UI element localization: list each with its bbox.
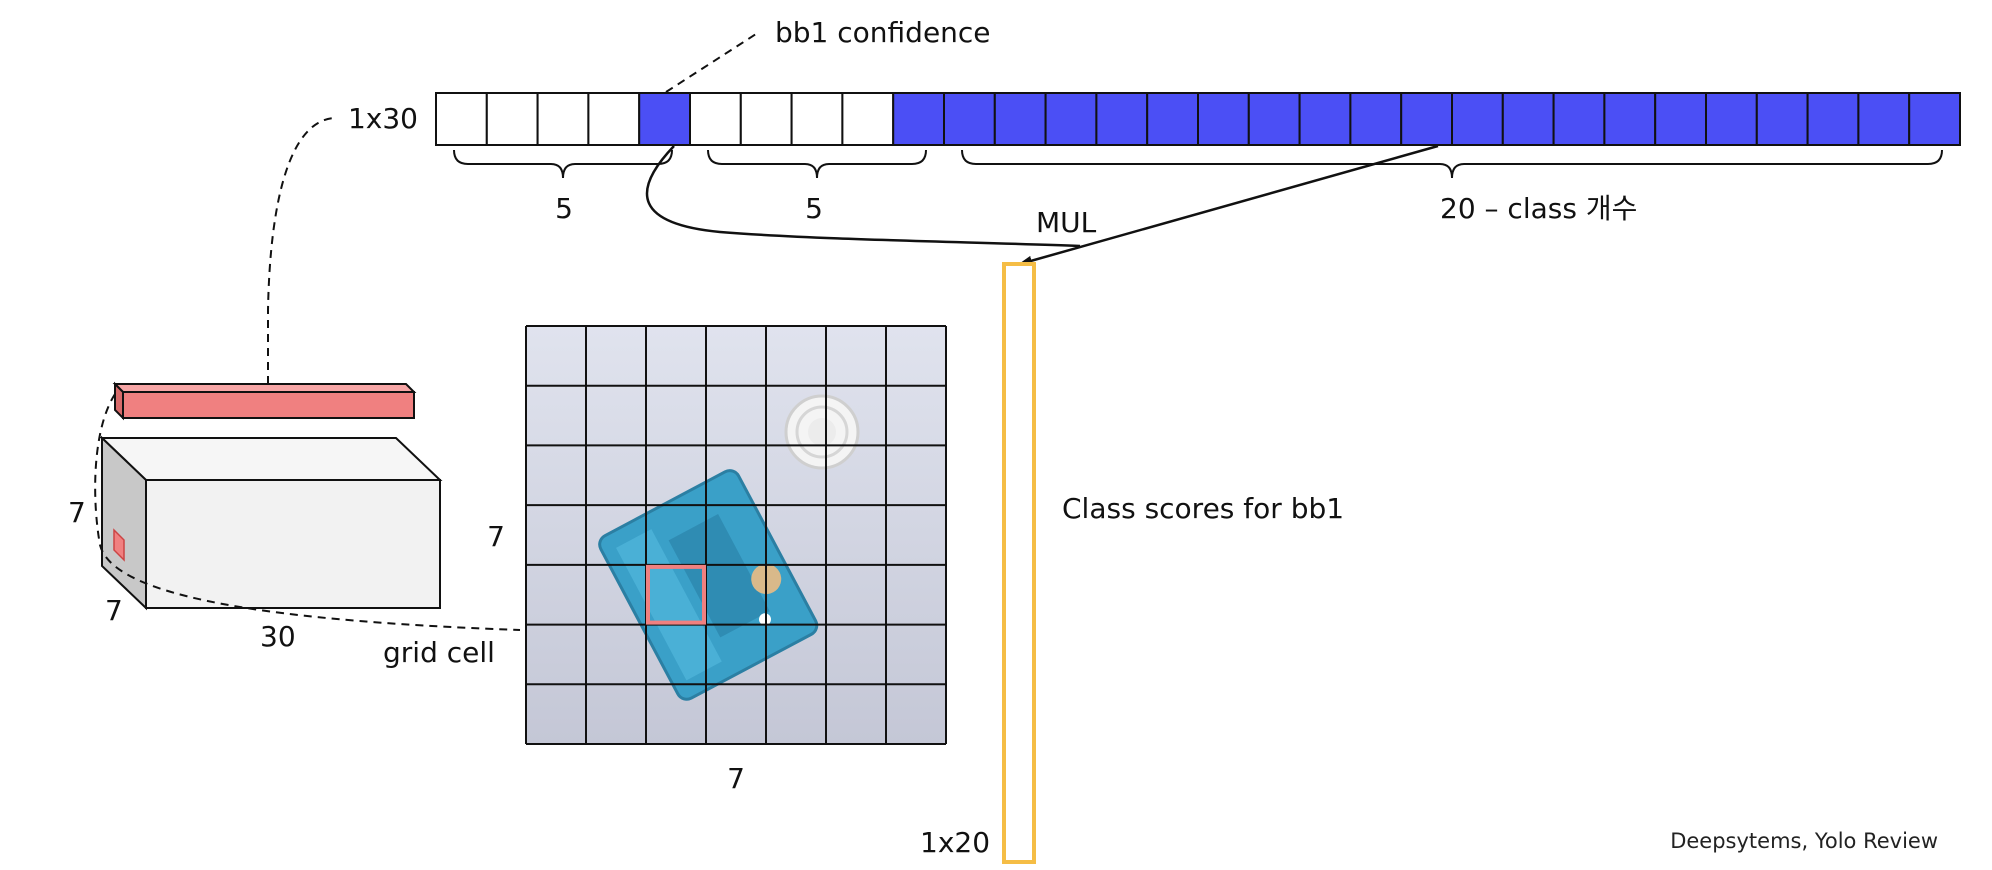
confidence-to-mul-curve: [645, 145, 1081, 248]
output-vector-1x30: [435, 92, 1961, 146]
tensor-front-face: [145, 479, 441, 609]
vector-cell: [689, 92, 742, 146]
vector-cell: [1400, 92, 1453, 146]
class-score-vector: [1002, 262, 1036, 864]
bb1-confidence-label: bb1 confidence: [775, 16, 991, 49]
vector-cell: [1451, 92, 1504, 146]
group-brace: [707, 149, 927, 179]
vector-cell: [1908, 92, 1961, 146]
vector-cell: [587, 92, 641, 146]
vector-cell: [536, 92, 590, 146]
confidence-pointer-line: [665, 33, 757, 93]
vector-size-label: 1x30: [348, 102, 418, 135]
vector-cell: [1806, 92, 1860, 146]
credit-text: Deepsytems, Yolo Review: [1670, 829, 1938, 853]
class-probabilities-arrow: [1018, 144, 1439, 266]
group-label-classes: 20 – class 개수: [1440, 192, 1637, 225]
vector-cell: [1095, 92, 1149, 146]
group-brace: [453, 149, 673, 179]
grid-cell-label: grid cell: [383, 636, 495, 669]
snack-bag-illustration: [598, 469, 819, 701]
cup-lid-illustration: [784, 394, 860, 470]
vector-cell: [993, 92, 1047, 146]
vector-cell: [1705, 92, 1758, 146]
grid-cell-connector-line: [94, 393, 521, 631]
vector-cell: [1501, 92, 1555, 146]
vector-cell: [739, 92, 793, 146]
grid-height-label: 7: [487, 520, 505, 553]
vector-cell: [1654, 92, 1707, 146]
vector-cell: [943, 92, 996, 146]
mul-label: MUL: [1036, 206, 1097, 239]
vector-cell: [1755, 92, 1809, 146]
vector-cell: [841, 92, 895, 146]
group-brace: [961, 149, 1943, 179]
vector-cell: [485, 92, 539, 146]
output-tensor-7x7x30: [99, 435, 443, 611]
vector-cell: [1044, 92, 1098, 146]
class-scores-label: Class scores for bb1: [1062, 492, 1344, 525]
tensor-depth-label: 30: [260, 620, 296, 653]
vector-cell: [435, 92, 488, 146]
vector-cell: [1349, 92, 1403, 146]
vector-cell: [1552, 92, 1606, 146]
depth-vector-to-1x30-line: [267, 117, 336, 384]
vector-cell: [638, 92, 692, 146]
tensor-top-face: [99, 437, 443, 481]
vector-cell: [1146, 92, 1199, 146]
vector-cell: [1298, 92, 1352, 146]
vector-cell: [892, 92, 946, 146]
selected-grid-cell: [646, 564, 706, 625]
vector-cell: [1603, 92, 1657, 146]
tensor-width-label: 7: [105, 594, 123, 627]
group-label-bbox1: 5: [555, 192, 573, 225]
vector-group-braces: [453, 149, 1943, 179]
vector-cell: [1247, 92, 1301, 146]
score-vector-size-label: 1x20: [920, 826, 990, 859]
vector-cell: [1197, 92, 1250, 146]
group-label-bbox2: 5: [805, 192, 823, 225]
7x7-grid: [525, 325, 947, 745]
grid-width-label: 7: [727, 762, 745, 795]
tensor-height-label: 7: [68, 496, 86, 529]
vector-cell: [1857, 92, 1911, 146]
vector-cell: [790, 92, 844, 146]
input-image: [525, 325, 947, 745]
cell-depth-vector: [112, 381, 417, 421]
tensor-grid-cell-marker: [113, 528, 125, 562]
